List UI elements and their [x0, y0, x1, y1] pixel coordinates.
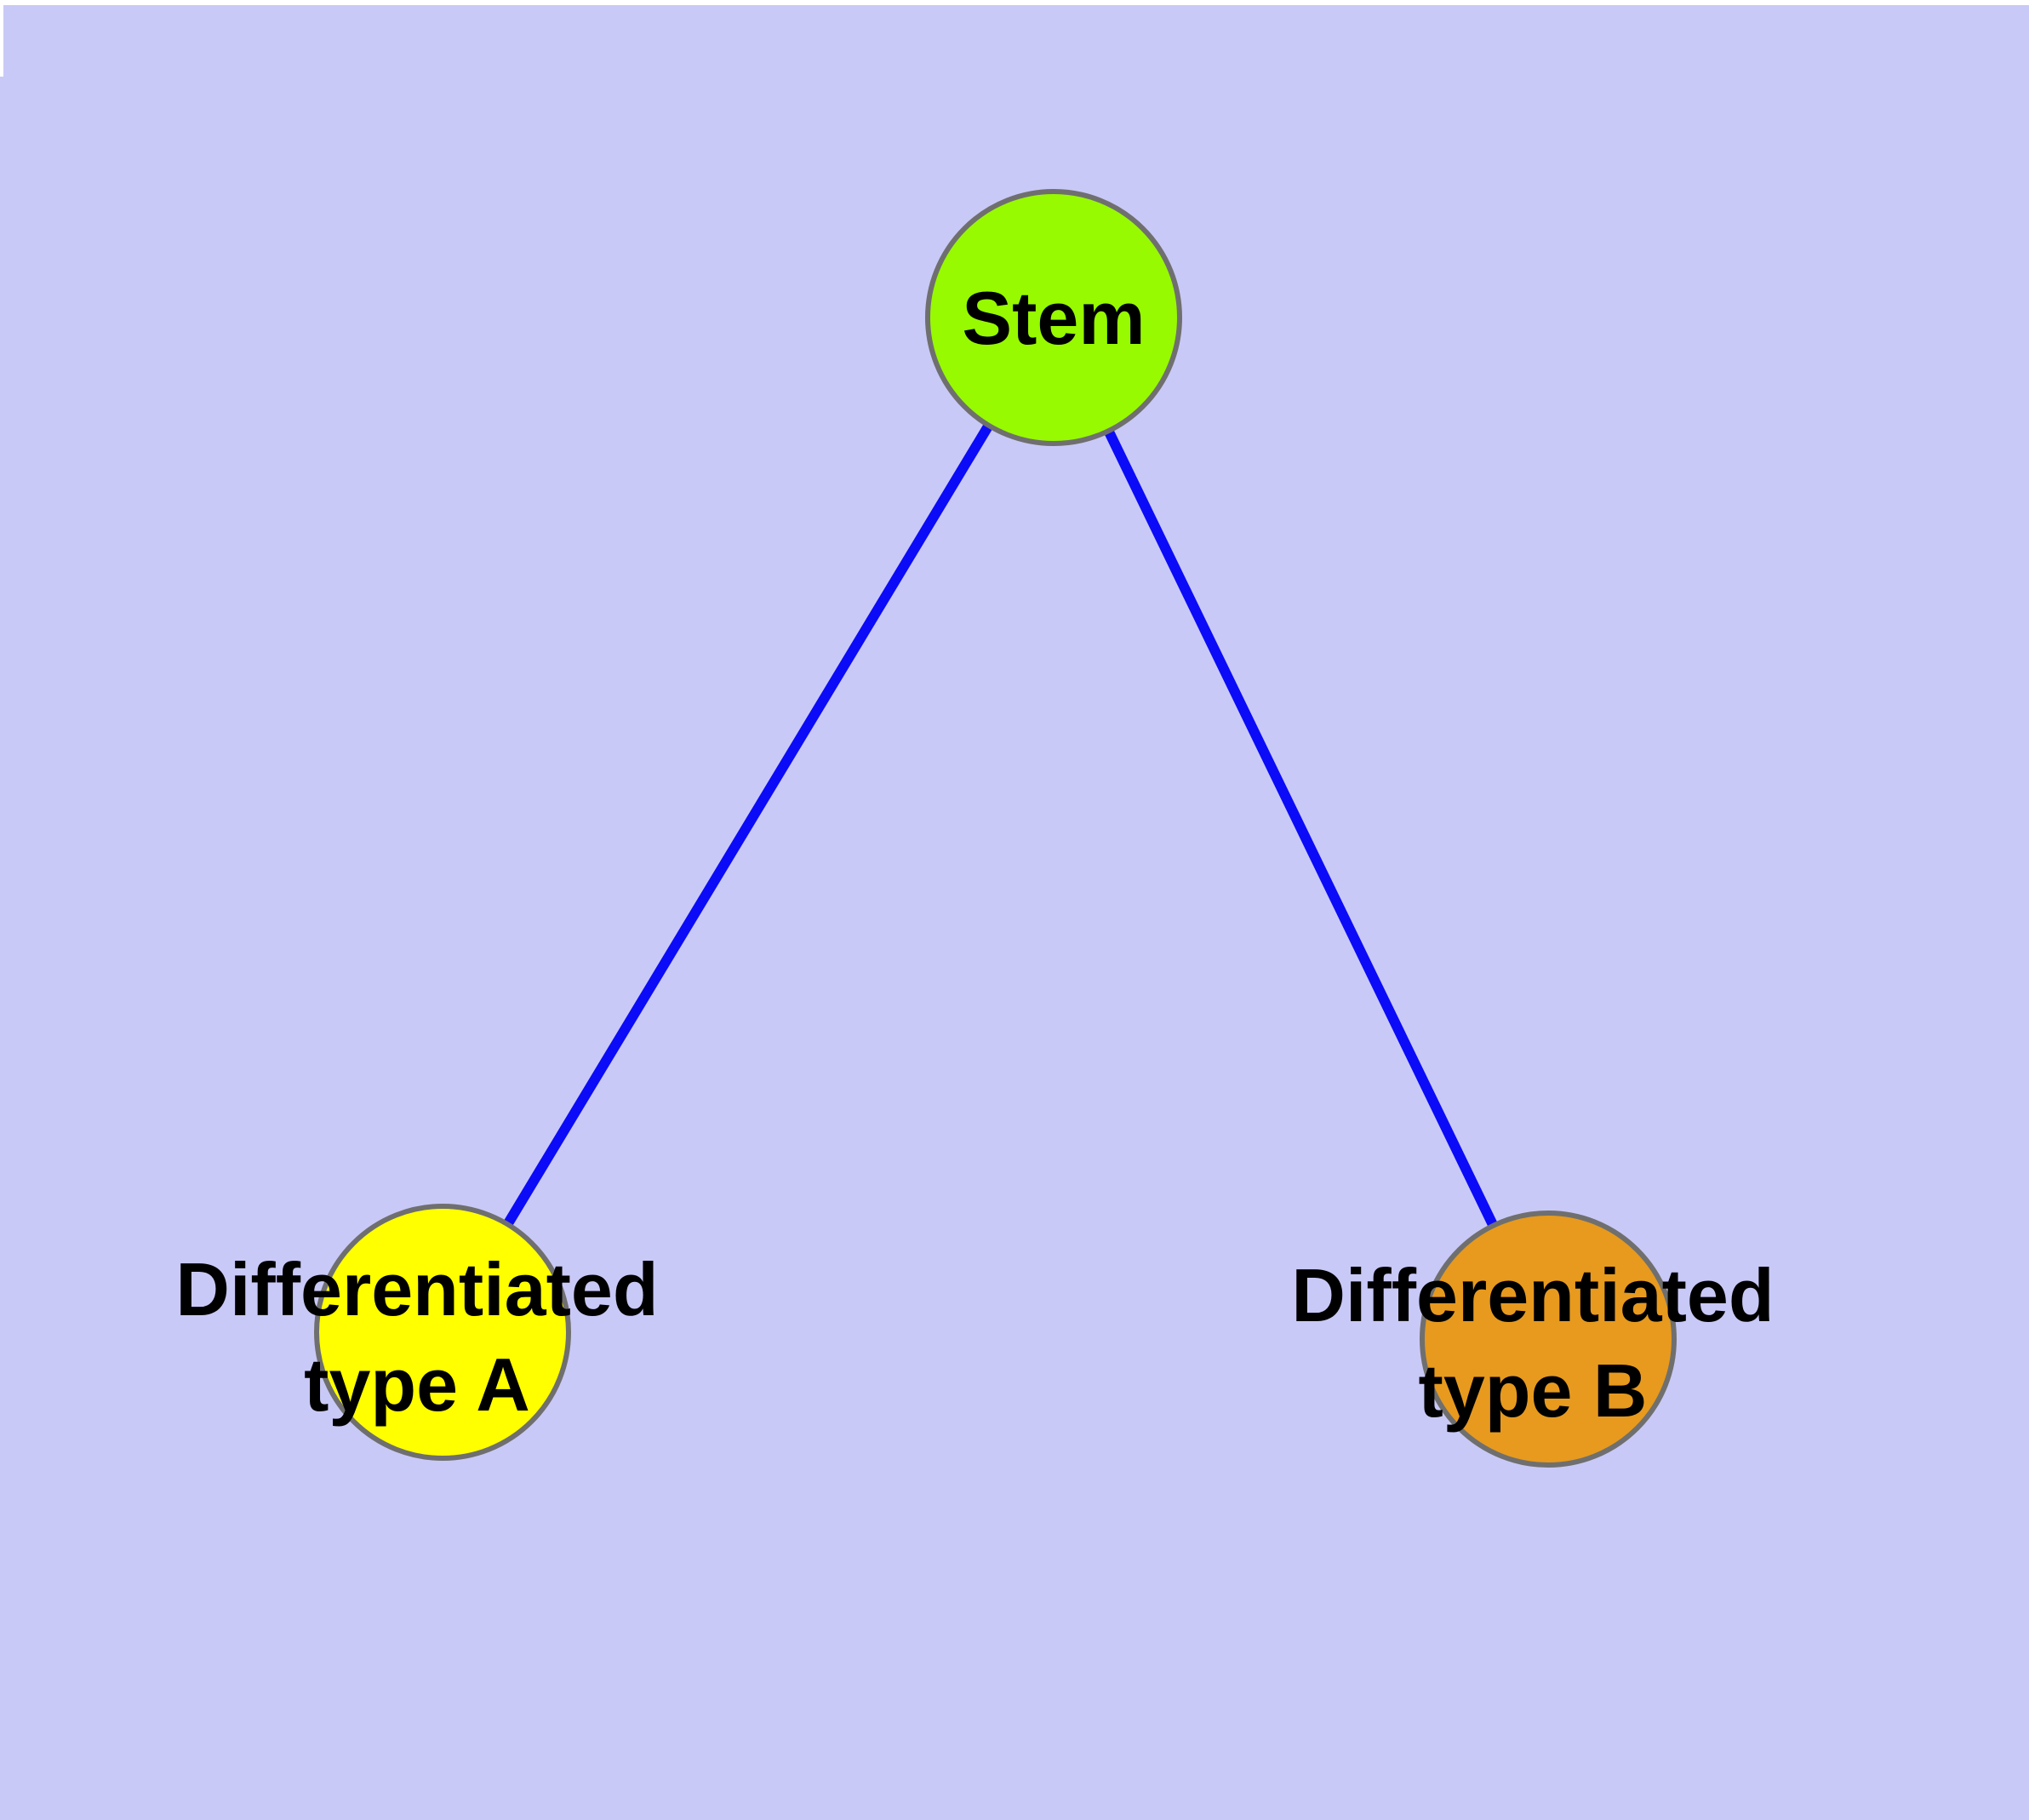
edge-stem-to-type-a — [437, 314, 1059, 1336]
label-line-2: type A — [304, 1342, 530, 1427]
device-margin-left — [0, 0, 3, 77]
label-line-1: Differentiated — [175, 1247, 659, 1331]
label-line-2: type B — [1418, 1348, 1648, 1433]
node-stem-label: Stem — [962, 276, 1146, 360]
label-line-1: Differentiated — [1291, 1253, 1775, 1337]
edge-stem-to-type-b — [1049, 315, 1553, 1342]
node-differentiated-type-b-label: Differentiated type B — [1291, 1248, 1774, 1439]
node-differentiated-type-a — [314, 1204, 571, 1461]
node-stem — [925, 189, 1182, 446]
node-differentiated-type-a-label: Differentiated type A — [175, 1242, 658, 1433]
node-differentiated-type-b — [1420, 1210, 1677, 1468]
device-margin-top — [0, 0, 2029, 5]
